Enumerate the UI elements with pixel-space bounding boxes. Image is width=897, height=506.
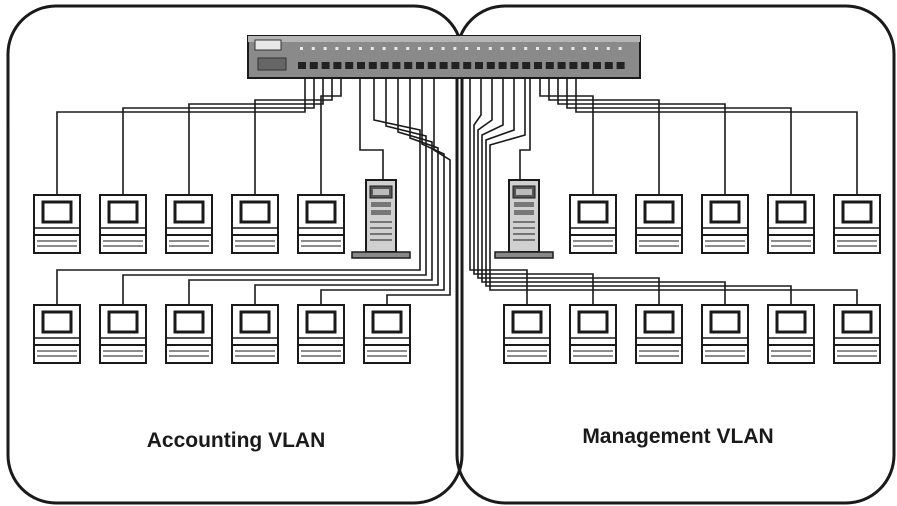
switch-port xyxy=(451,62,460,69)
accounting-workstation xyxy=(230,303,280,365)
switch-port xyxy=(463,62,472,69)
switch-port xyxy=(604,62,613,69)
switch-port xyxy=(581,62,590,69)
management-workstation xyxy=(634,303,684,365)
accounting-vlan-label: Accounting VLAN xyxy=(147,429,326,452)
switch-port xyxy=(345,62,354,69)
switch-port xyxy=(439,62,448,69)
accounting-workstation xyxy=(296,303,346,365)
switch-port xyxy=(298,62,306,69)
switch-port xyxy=(557,62,566,69)
accounting-workstation xyxy=(164,303,214,365)
management-workstation xyxy=(568,193,618,255)
management-workstation xyxy=(700,193,750,255)
management-workstation xyxy=(634,193,684,255)
switch-port xyxy=(522,62,531,69)
management-workstation xyxy=(568,303,618,365)
management-vlan-label: Management VLAN xyxy=(582,425,773,448)
switch-port xyxy=(498,62,507,69)
switch-port xyxy=(380,62,389,69)
switch-port xyxy=(510,62,519,69)
accounting-workstation xyxy=(98,303,148,365)
switch-port xyxy=(392,62,401,69)
accounting-workstation xyxy=(98,193,148,255)
accounting-workstation xyxy=(32,303,82,365)
switch-port xyxy=(333,62,342,69)
switch-port xyxy=(309,62,318,69)
accounting-workstation xyxy=(362,303,412,365)
switch-port xyxy=(321,62,330,69)
accounting-workstation xyxy=(164,193,214,255)
switch-port xyxy=(616,62,625,69)
switch-icon xyxy=(247,35,641,79)
accounting-workstation xyxy=(32,193,82,255)
switch-port xyxy=(486,62,495,69)
switch-port xyxy=(404,62,413,69)
management-workstation xyxy=(502,303,552,365)
management-workstation xyxy=(832,303,882,365)
management-server xyxy=(494,179,554,259)
management-vlan-boundary xyxy=(455,4,896,505)
management-workstation xyxy=(766,193,816,255)
cabling xyxy=(56,78,858,305)
switch-port xyxy=(475,62,483,69)
switch-port xyxy=(368,62,377,69)
switch-port xyxy=(357,62,365,69)
management-workstation xyxy=(766,303,816,365)
switch-port xyxy=(534,62,542,69)
accounting-workstation xyxy=(230,193,280,255)
switch-port xyxy=(427,62,436,69)
management-workstation xyxy=(700,303,750,365)
accounting-vlan-boundary xyxy=(6,4,464,505)
switch-port xyxy=(416,62,424,69)
switch-port xyxy=(545,62,554,69)
management-workstation xyxy=(832,193,882,255)
switch-port xyxy=(569,62,578,69)
switch-port xyxy=(593,62,601,69)
accounting-server xyxy=(351,179,411,259)
accounting-workstation xyxy=(296,193,346,255)
